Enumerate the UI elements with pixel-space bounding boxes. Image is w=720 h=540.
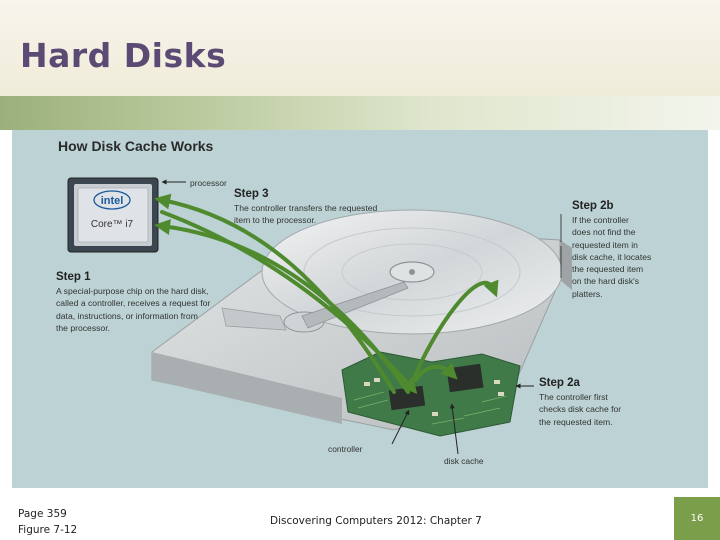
controller-label: controller	[328, 444, 363, 454]
slide-title: Hard Disks	[20, 36, 227, 75]
step-3-heading: Step 3	[234, 188, 269, 200]
slide-header	[0, 0, 720, 98]
figure-artwork: intel Core™ i7	[67, 177, 572, 455]
step-1-text: A special-purpose chip on the hard disk,…	[56, 286, 211, 333]
hard-disk-platter	[261, 209, 563, 335]
transfer-arrow-2	[154, 219, 410, 394]
processor-label: processor	[190, 178, 227, 188]
cache-check-arrow	[414, 362, 458, 382]
chip-model: Core™ i7	[91, 219, 134, 230]
step-2b-heading: Step 2b	[572, 200, 614, 212]
step-2b-text: If the controller does not find the requ…	[572, 215, 652, 299]
transfer-arrow-1	[154, 193, 396, 394]
chip-brand: intel	[101, 195, 124, 207]
disk-cache-figure: intel Core™ i7 How Disk Cache Works proc…	[12, 130, 708, 488]
figure-title: How Disk Cache Works	[58, 138, 214, 154]
figure-reference: Figure 7-12	[18, 524, 78, 536]
header-band	[0, 96, 720, 130]
step-2a-heading: Step 2a	[539, 377, 580, 389]
step-3-text: The controller transfers the requested i…	[234, 203, 378, 226]
processor-chip	[67, 177, 159, 253]
page-reference: Page 359	[18, 508, 67, 520]
data-flow-arrows	[154, 193, 499, 394]
step-1-heading: Step 1	[56, 271, 91, 283]
platter-arrow	[408, 279, 499, 390]
page-number-badge: 16	[674, 497, 720, 540]
disk-cache-label: disk cache	[444, 456, 484, 466]
actuator-arm	[221, 281, 409, 333]
callout-pointers	[161, 179, 562, 455]
footer-reference: Page 359 Figure 7-12	[18, 506, 77, 538]
footer-book-title: Discovering Computers 2012: Chapter 7	[270, 515, 482, 527]
controller-circuit-board	[341, 351, 521, 437]
step-2a-text: The controller first checks disk cache f…	[539, 392, 622, 427]
